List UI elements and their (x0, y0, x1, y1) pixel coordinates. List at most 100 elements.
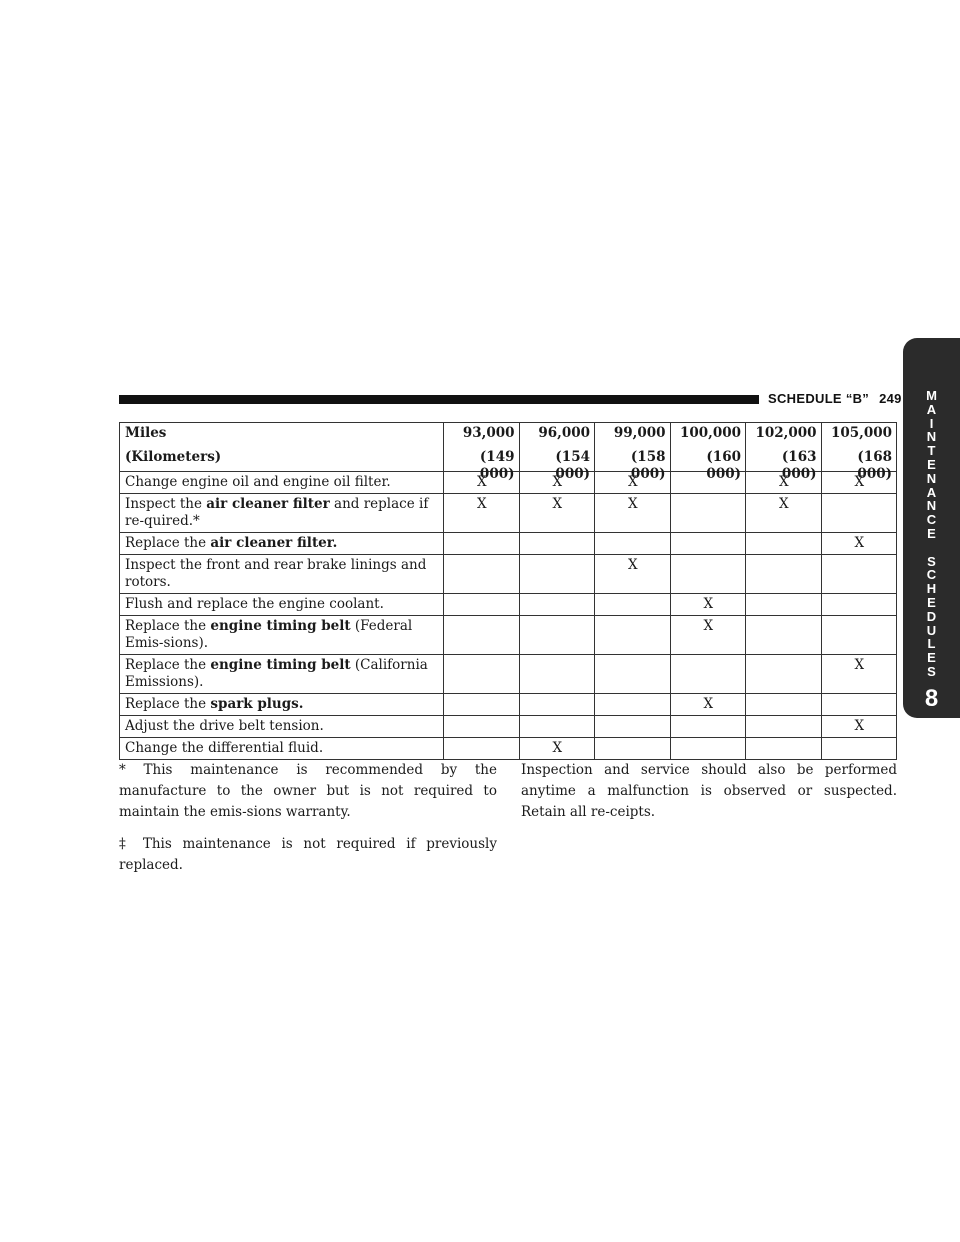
asterisk-footnote: * This maintenance is recommended by the… (119, 762, 497, 820)
tab-letter: A (926, 401, 937, 417)
interval-header-96000: 96,000 (154 000) (518, 422, 595, 482)
service-text: Adjust the drive belt tension. (125, 718, 324, 734)
service-item-emphasis: engine timing belt (210, 657, 351, 673)
tab-letter: H (926, 581, 937, 597)
service-mark-cell (820, 615, 897, 655)
service-mark-cell (669, 532, 746, 555)
service-mark-cell: X (669, 593, 746, 616)
tab-letter: A (926, 484, 937, 500)
service-text: Replace the (125, 657, 211, 673)
interval-header-93000: 93,000 (149 000) (443, 422, 520, 482)
service-mark-cell (745, 593, 822, 616)
table-body: Change engine oil and engine oil filter.… (119, 471, 897, 760)
service-mark-cell: X (669, 693, 746, 716)
service-mark-cell: X (820, 654, 897, 694)
service-mark-cell (594, 715, 671, 738)
tab-letter: M (926, 388, 937, 403)
service-description: Replace the spark plugs. (119, 693, 444, 716)
interval-header-102000: 102,000 (163 000) (745, 422, 822, 482)
service-item-emphasis: spark plugs. (210, 696, 304, 712)
page-number: 249 (879, 391, 902, 406)
table-row: Inspect the front and rear brake linings… (119, 554, 897, 594)
service-text: Change engine oil and engine oil filter. (125, 474, 391, 490)
service-mark-cell: X (518, 493, 595, 533)
tab-letter: E (927, 594, 936, 610)
table-header-row: Miles (Kilometers) 93,000 (149 000) 96,0… (119, 422, 897, 482)
interval-header-99000: 99,000 (158 000) (594, 422, 671, 482)
service-mark-cell: X (669, 615, 746, 655)
km-value: (149 000) (479, 449, 515, 482)
service-item-emphasis: engine timing belt (210, 618, 351, 634)
service-text: Replace the (125, 535, 211, 551)
service-mark-cell (518, 654, 595, 694)
service-mark-cell (443, 554, 520, 594)
service-mark-cell (820, 737, 897, 760)
service-mark-cell (745, 532, 822, 555)
km-value: (154 000) (555, 449, 590, 482)
miles-label: Miles (125, 425, 167, 441)
tab-letter: N (926, 470, 937, 486)
header-rule (119, 395, 759, 404)
service-text: Inspect the front and rear brake linings… (125, 557, 427, 590)
service-mark-cell (745, 693, 822, 716)
tab-letter (903, 541, 960, 555)
service-mark-cell (594, 532, 671, 555)
service-item-emphasis: air cleaner filter. (210, 535, 338, 551)
miles-value: 102,000 (755, 425, 817, 441)
chapter-side-tab: M A I N T E N A N C E S C H E D U L E S … (903, 338, 960, 718)
service-text: Replace the (125, 696, 211, 712)
miles-value: 100,000 (679, 425, 741, 441)
km-value: (158 000) (630, 449, 666, 482)
tab-letter: T (927, 443, 936, 459)
service-mark-cell: X (594, 493, 671, 533)
service-mark-cell (594, 615, 671, 655)
km-value: (160 000) (706, 449, 741, 482)
service-text: Replace the (125, 618, 211, 634)
service-mark-cell (745, 654, 822, 694)
service-mark-cell (669, 654, 746, 694)
interval-header-105000: 105,000 (168 000) (820, 422, 897, 482)
service-text: Change the differential fluid. (125, 740, 324, 756)
tab-letter: D (926, 608, 937, 624)
table-row: Replace the engine timing belt (Californ… (119, 654, 897, 694)
service-mark-cell (594, 693, 671, 716)
tab-letter: E (927, 456, 936, 472)
tab-letter: N (926, 498, 937, 514)
service-text: Flush and replace the engine coolant. (125, 596, 384, 612)
km-value: (163 000) (781, 449, 817, 482)
service-mark-cell: X (820, 532, 897, 555)
service-mark-cell (594, 654, 671, 694)
service-mark-cell: X (443, 493, 520, 533)
service-mark-cell (518, 715, 595, 738)
table-row: Change engine oil and engine oil filter.… (119, 471, 897, 494)
service-mark-cell (443, 615, 520, 655)
service-mark-cell (518, 554, 595, 594)
section-title: SCHEDULE “B” (768, 391, 870, 406)
service-description: Replace the engine timing belt (Californ… (119, 654, 444, 694)
tab-letter: E (927, 525, 936, 541)
inspection-note: Inspection and service should also be pe… (521, 762, 897, 820)
service-description: Inspect the front and rear brake linings… (119, 554, 444, 594)
table-row: Adjust the drive belt tension. X (119, 715, 897, 738)
tab-letter: C (926, 567, 937, 583)
service-mark-cell: X (518, 737, 595, 760)
tab-letter: I (929, 415, 934, 431)
service-mark-cell: X (745, 493, 822, 533)
service-mark-cell (820, 554, 897, 594)
service-mark-cell (518, 693, 595, 716)
inspection-note-column: Inspection and service should also be pe… (521, 760, 897, 834)
service-mark-cell: X (820, 715, 897, 738)
service-mark-cell (518, 615, 595, 655)
service-mark-cell: X (594, 554, 671, 594)
interval-header-100000: 100,000 (160 000) (669, 422, 746, 482)
service-description: Change the differential fluid. (119, 737, 444, 760)
tab-letter: S (927, 553, 936, 569)
service-mark-cell (745, 615, 822, 655)
service-mark-cell (669, 715, 746, 738)
service-mark-cell (518, 593, 595, 616)
footnotes-column: * This maintenance is recommended by the… (119, 760, 497, 887)
dagger-footnote: ‡ This maintenance is not required if pr… (119, 836, 497, 873)
kilometers-label: (Kilometers) (125, 449, 222, 465)
service-mark-cell (745, 554, 822, 594)
section-header: SCHEDULE “B” 249 (768, 391, 902, 406)
